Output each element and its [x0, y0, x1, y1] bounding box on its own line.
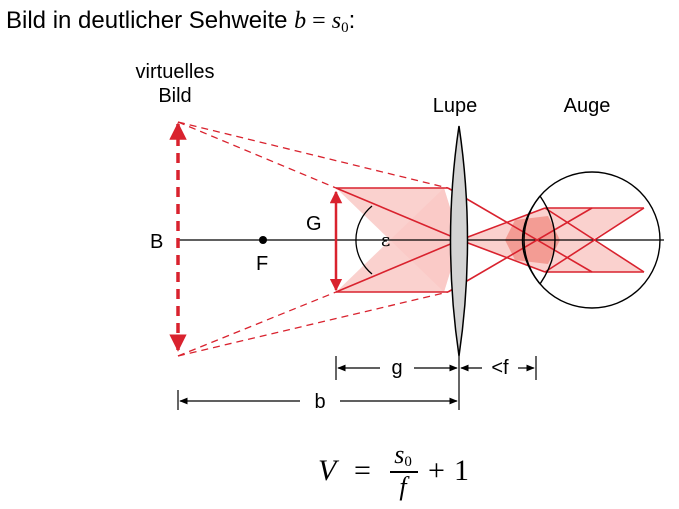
eye	[523, 171, 661, 309]
heading-math-b: b	[294, 8, 307, 34]
heading: Bild in deutlicher Sehweite b = s0:	[6, 6, 355, 43]
formula-numerator: s0	[394, 440, 412, 470]
label-B: B	[150, 231, 163, 253]
label-F: F	[256, 253, 268, 275]
label-b: b	[314, 391, 325, 413]
virtual-ray-bot-1	[177, 291, 449, 357]
label-g: g	[391, 357, 402, 379]
formula-denominator: f	[399, 472, 407, 501]
heading-math-s: s0	[331, 8, 349, 36]
magnification-formula: V = s0 f + 1	[318, 440, 518, 504]
angle-epsilon-arc	[355, 205, 373, 275]
formula-fraction-bar	[390, 471, 418, 473]
label-lupe: Lupe	[433, 95, 478, 117]
eye-lens	[521, 195, 541, 285]
formula-one: 1	[454, 454, 469, 487]
virtual-ray-top-1	[177, 121, 449, 189]
label-f: <f	[491, 357, 509, 379]
heading-colon: :	[348, 7, 356, 34]
label-auge: Auge	[564, 95, 611, 117]
focal-point	[259, 236, 267, 244]
label-G: G	[306, 213, 322, 235]
eye-lens-back	[539, 195, 556, 285]
formula-equals: =	[354, 454, 371, 487]
virtual-ray-top-2	[177, 121, 337, 189]
formula-lhs: V	[318, 454, 337, 487]
heading-text: Bild in deutlicher Sehweite	[6, 7, 295, 34]
lens	[449, 125, 469, 357]
label-epsilon: ε	[381, 230, 390, 251]
label-virtual-line1: virtuelles	[136, 61, 215, 83]
ray-lines	[335, 187, 645, 293]
heading-math-eq: =	[306, 8, 332, 34]
label-virtual-line2: Bild	[158, 85, 191, 107]
virtual-ray-bot-2	[177, 291, 337, 357]
formula-plus: +	[428, 454, 445, 487]
